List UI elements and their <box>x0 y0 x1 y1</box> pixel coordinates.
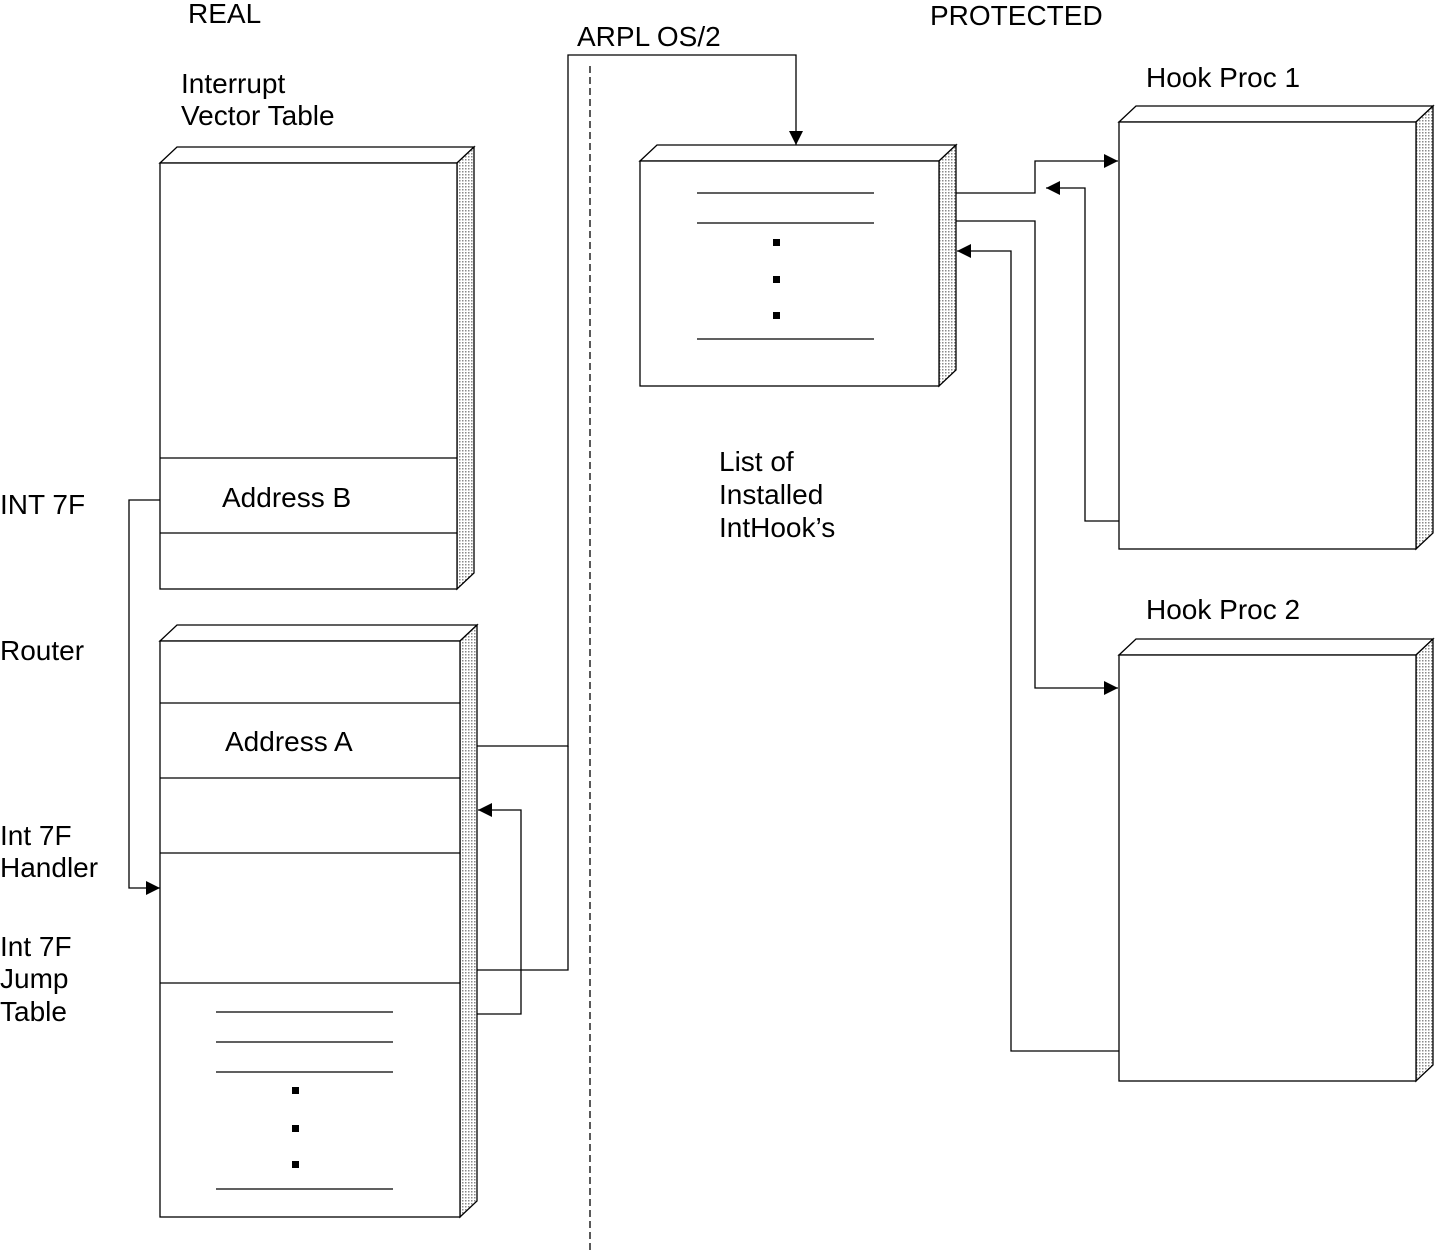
label-handler-line1: Int 7F <box>0 820 72 851</box>
hook-list-caption-line2: Installed <box>719 479 823 510</box>
connector-hook-proc-2-return <box>957 244 1119 1052</box>
label-jump-line2: Jump <box>0 963 68 994</box>
ivt-entry-address-b: Address B <box>222 482 351 513</box>
router-block: Address A <box>158 623 479 1219</box>
connector-address-a-to-hook-list <box>477 54 803 747</box>
hook-proc-2: Hook Proc 2 <box>1117 594 1435 1083</box>
hook-list-caption-line3: IntHook’s <box>719 512 835 543</box>
connector-list-to-hook-proc-2 <box>956 220 1118 695</box>
boundary-label: ARPL OS/2 <box>577 21 721 52</box>
region-label-real: REAL <box>188 0 261 29</box>
interrupt-vector-table: Interrupt Vector Table Address B <box>158 68 476 591</box>
installed-inthook-list <box>638 143 958 388</box>
hook-proc-1: Hook Proc 1 <box>1117 62 1435 551</box>
connector-hook-proc-1-return <box>1046 181 1119 522</box>
connector-jump-table-to-boundary <box>477 746 569 971</box>
connector-jump-table-loop <box>477 803 522 1015</box>
router-entry-address-a: Address A <box>225 726 353 757</box>
label-int-7f: INT 7F <box>0 489 85 520</box>
connector-list-to-hook-proc-1 <box>956 154 1118 194</box>
jump-table-entries <box>216 1011 393 1190</box>
region-label-protected: PROTECTED <box>930 0 1103 31</box>
label-handler-line2: Handler <box>0 852 98 883</box>
hook-proc-2-title: Hook Proc 2 <box>1146 594 1300 625</box>
label-jump-line3: Table <box>0 996 67 1027</box>
hook-list-caption-line1: List of <box>719 446 794 477</box>
label-router: Router <box>0 635 84 666</box>
ivt-title-line2: Vector Table <box>181 100 335 131</box>
connector-vector-to-handler <box>128 499 160 895</box>
ivt-title-line1: Interrupt <box>181 68 285 99</box>
label-jump-line1: Int 7F <box>0 931 72 962</box>
hook-proc-1-title: Hook Proc 1 <box>1146 62 1300 93</box>
